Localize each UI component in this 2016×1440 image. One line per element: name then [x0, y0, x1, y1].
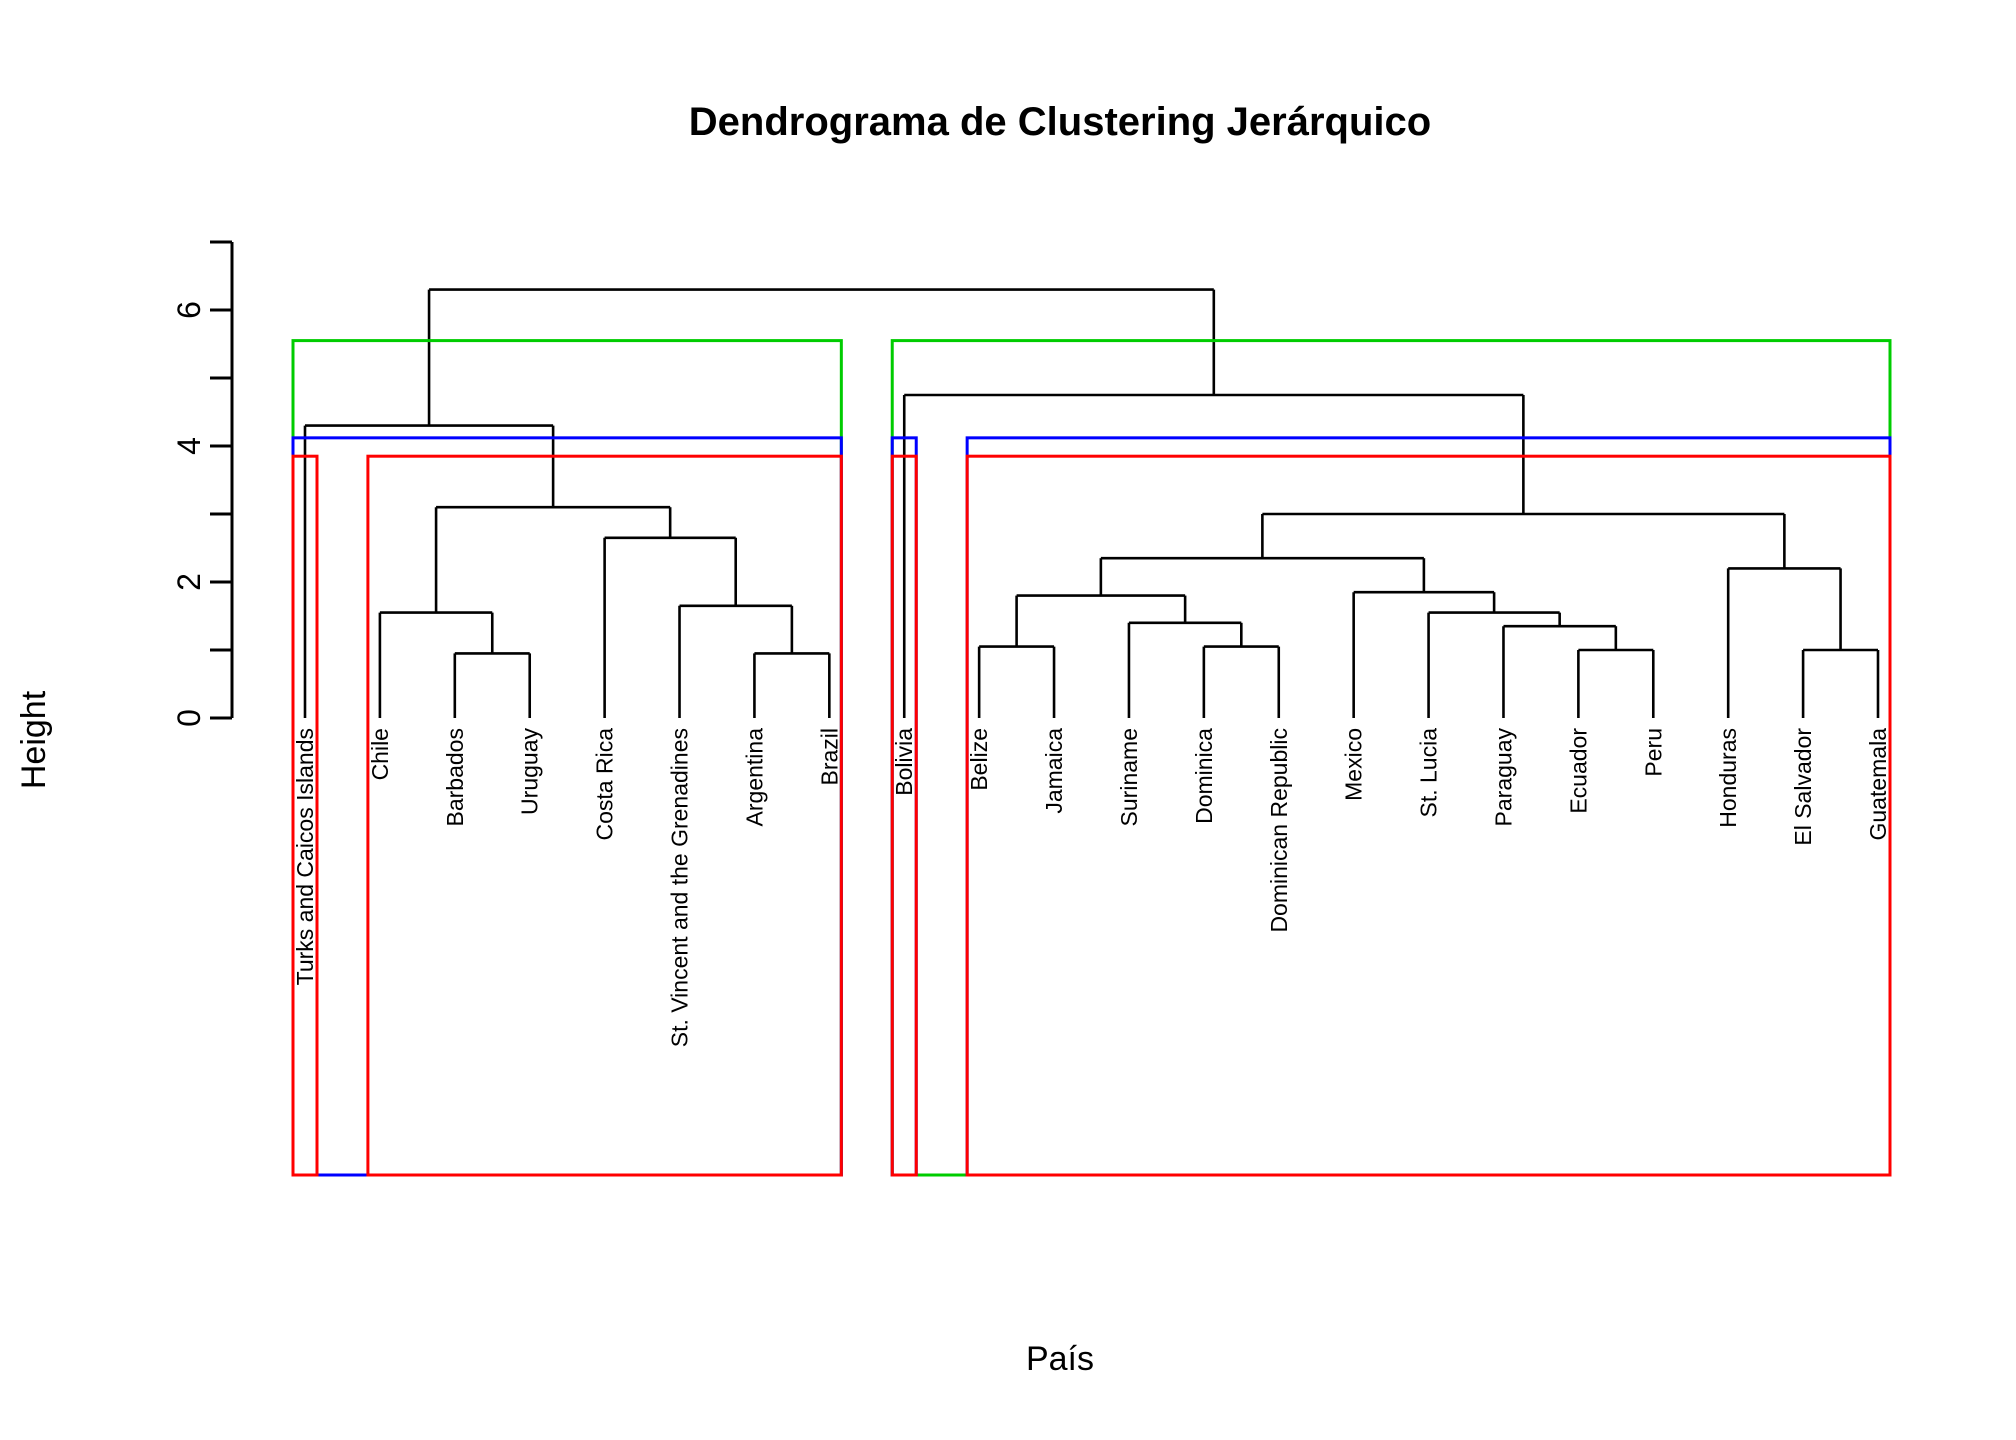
leaf-label: Argentina	[741, 728, 767, 827]
leaf-label: Honduras	[1715, 728, 1741, 828]
x-axis-title: País	[1026, 1340, 1094, 1378]
leaf-label: El Salvador	[1790, 728, 1816, 846]
cluster-cut-boxes	[291, 339, 1892, 1177]
cluster-box-k4-red	[965, 454, 1892, 1177]
leaf-label: Paraguay	[1490, 728, 1516, 827]
leaf-label: Peru	[1640, 728, 1666, 777]
leaf-label: Costa Rica	[592, 728, 618, 841]
leaf-label: Dominica	[1191, 728, 1217, 824]
leaf-label: Guatemala	[1865, 728, 1891, 841]
leaf-label: Jamaica	[1041, 728, 1067, 814]
page-title: Dendrograma de Clustering Jerárquico	[689, 100, 1431, 144]
leaf-label: Turks and Caicos Islands	[292, 728, 318, 985]
y-axis-tick-label: 0	[171, 709, 207, 727]
leaf-label: St. Lucia	[1416, 728, 1442, 818]
leaf-label: Belize	[966, 728, 992, 791]
leaf-label: Ecuador	[1565, 728, 1591, 814]
dendrogram-branches	[303, 288, 1880, 718]
cluster-box-k4-red	[291, 454, 319, 1177]
y-axis-title: Height	[15, 690, 53, 789]
leaf-label: Uruguay	[517, 728, 543, 815]
leaf-label: Mexico	[1341, 728, 1367, 801]
cluster-box-k4-red	[366, 454, 843, 1177]
cluster-box-k4-red	[890, 454, 918, 1177]
leaf-label: Dominican Republic	[1266, 728, 1292, 933]
leaf-label: Suriname	[1116, 728, 1142, 826]
leaf-label: Bolivia	[891, 728, 917, 796]
leaf-label: St. Vincent and the Grenadines	[667, 728, 693, 1047]
y-axis: 0 2 4 6	[171, 240, 234, 727]
leaf-labels: Turks and Caicos Islands Chile Barbados Uru…	[292, 728, 1891, 1048]
leaf-label: Barbados	[442, 728, 468, 826]
y-axis-tick-label: 2	[171, 573, 207, 591]
leaf-label: Chile	[367, 728, 393, 780]
leaf-label: Brazil	[816, 728, 842, 786]
y-axis-tick-label: 6	[171, 301, 207, 319]
y-axis-tick-label: 4	[171, 437, 207, 455]
